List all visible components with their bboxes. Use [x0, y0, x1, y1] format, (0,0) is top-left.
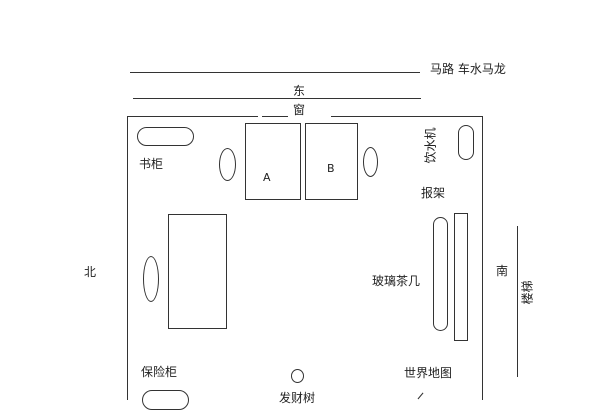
- sofa: [168, 214, 227, 329]
- money-tree-label: 发财树: [279, 391, 316, 405]
- road-line: [130, 72, 420, 74]
- chair-b: [363, 147, 378, 177]
- newspaper-rack-label: 报架: [421, 186, 446, 200]
- direction-south: 南: [496, 264, 509, 278]
- desk-b: [305, 123, 358, 200]
- top-wall-mid: [262, 116, 288, 118]
- world-map-mark: [417, 392, 424, 400]
- money-tree-shape: [291, 369, 304, 383]
- east-line: [133, 98, 421, 100]
- chair-a: [219, 148, 236, 181]
- safe-label: 保险柜: [141, 365, 178, 379]
- direction-east: 东: [293, 84, 306, 98]
- safe-shape: [142, 390, 189, 410]
- water-dispenser-label: 饮水机: [423, 127, 438, 164]
- world-map-label: 世界地图: [404, 366, 453, 380]
- top-wall-right: [331, 116, 483, 118]
- coffee-table-rect: [454, 213, 468, 341]
- desk-a-label: A: [263, 171, 271, 184]
- left-wall: [127, 116, 129, 400]
- top-wall-left: [127, 116, 258, 118]
- desk-a: [245, 123, 301, 200]
- direction-north: 北: [84, 265, 97, 279]
- coffee-table-label: 玻璃茶几: [372, 274, 421, 288]
- right-wall: [482, 116, 484, 400]
- bookcase-label: 书柜: [139, 157, 164, 171]
- coffee-table-oval: [433, 217, 448, 331]
- window-label: 窗: [293, 103, 306, 117]
- chair-left: [143, 256, 159, 302]
- stairs-line: [517, 226, 519, 377]
- desk-b-label: B: [327, 162, 335, 175]
- road-label: 马路 车水马龙: [430, 62, 506, 76]
- stairs-label-wrap: 楼梯: [520, 280, 535, 305]
- water-dispenser-shape: [458, 125, 474, 160]
- bookcase-shape: [137, 127, 194, 146]
